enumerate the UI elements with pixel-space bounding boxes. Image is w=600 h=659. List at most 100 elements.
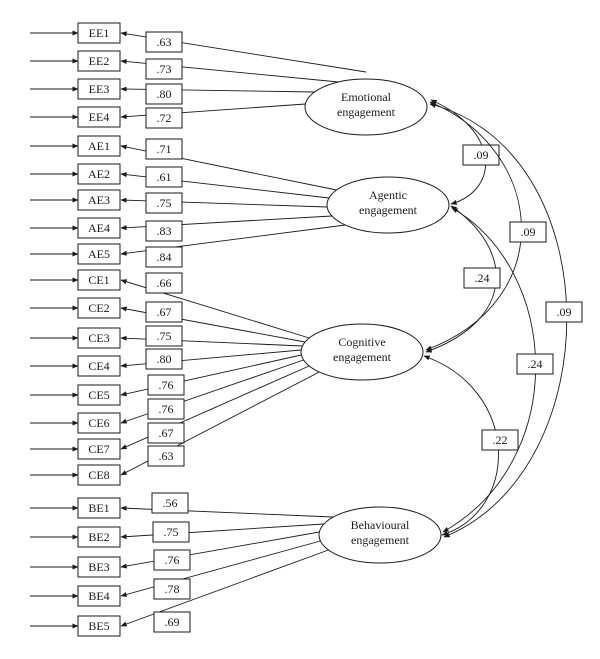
indicator-box-ce6 xyxy=(77,412,121,434)
loading-value-be5: .69 xyxy=(165,615,180,629)
covariance-emotional-behavioural: .09 xyxy=(429,102,583,538)
loading-box-ce7 xyxy=(147,422,185,444)
loading-box-be4 xyxy=(153,578,191,600)
indicator-box-ce5 xyxy=(77,384,121,406)
covariance-emotional-agentic: .09 xyxy=(430,99,500,205)
loading-box-be3 xyxy=(153,549,191,571)
covariance-layer: .09.24.22.09.24.09 xyxy=(423,99,583,538)
indicator-label-be5: BE5 xyxy=(88,619,109,633)
indicator-label-ae2: AE2 xyxy=(88,167,110,181)
indicator-label-ce3: CE3 xyxy=(88,331,109,345)
indicator-label-ce8: CE8 xyxy=(88,468,109,482)
indicator-be3: BE3.76 xyxy=(30,531,320,578)
indicator-ce1: CE1.66 xyxy=(30,269,310,339)
loading-value-ae2: .61 xyxy=(157,170,172,184)
loading-value-ce3: .75 xyxy=(157,329,172,343)
loading-value-ae3: .75 xyxy=(157,196,172,210)
loading-box-ae2 xyxy=(145,166,183,188)
loading-box-ee2 xyxy=(145,58,183,80)
loading-box-ce8 xyxy=(147,445,185,467)
indicator-label-ae5: AE5 xyxy=(88,247,110,261)
loading-value-ee2: .73 xyxy=(157,62,172,76)
indicator-label-ee1: EE1 xyxy=(89,26,110,40)
loading-box-ce1 xyxy=(145,272,183,294)
loading-box-ce4 xyxy=(145,348,183,370)
covariance-box-cognitive-behavioural xyxy=(481,429,519,451)
loading-box-be2 xyxy=(152,521,190,543)
covariance-value-emotional-agentic: .09 xyxy=(474,148,489,162)
indicator-box-ae4 xyxy=(77,217,121,239)
indicator-ce5: CE5.76 xyxy=(30,354,302,406)
indicator-label-ee2: EE2 xyxy=(89,54,110,68)
latent-behavioural-line2: engagement xyxy=(351,533,410,547)
indicator-ce3: CE3 .75 xyxy=(30,325,303,349)
indicator-box-ae3 xyxy=(77,189,121,211)
indicator-box-be5 xyxy=(77,615,121,637)
indicator-box-ee4 xyxy=(77,106,121,128)
indicator-ae1: AE1.71 xyxy=(30,135,337,191)
loading-box-ae5 xyxy=(145,246,183,268)
indicator-box-ae2 xyxy=(77,163,121,185)
indicator-label-ce2: CE2 xyxy=(88,301,109,315)
indicator-label-ee4: EE4 xyxy=(89,110,110,124)
covariance-value-agentic-behavioural: .24 xyxy=(528,357,543,371)
indicator-ce7: CE7.67 xyxy=(30,365,310,460)
loading-value-ce8: .63 xyxy=(159,449,174,463)
covariance-cognitive-behavioural: .22 xyxy=(423,355,519,536)
indicator-box-be3 xyxy=(77,556,121,578)
indicator-ee4: EE4 .72 xyxy=(30,103,306,129)
indicator-ae3: AE3.75 xyxy=(30,189,328,214)
latent-agentic-line2: engagement xyxy=(359,203,418,217)
loading-box-be1 xyxy=(151,492,189,514)
loading-value-ee3: .80 xyxy=(157,87,172,101)
indicator-ee2: EE2 .73 xyxy=(30,50,339,83)
latent-emotional: Emotional engagement xyxy=(304,78,428,136)
indicator-ce4: CE4.80 xyxy=(30,348,302,377)
indicator-box-ae5 xyxy=(77,243,121,265)
loading-value-ae5: .84 xyxy=(157,250,172,264)
indicator-label-be3: BE3 xyxy=(88,560,109,574)
loading-box-ee3 xyxy=(145,83,183,105)
loading-box-ee1 xyxy=(145,31,183,53)
loading-value-ae4: .83 xyxy=(157,224,172,238)
latent-emotional-line2: engagement xyxy=(337,105,396,119)
latent-cognitive-line2: engagement xyxy=(333,350,392,364)
loading-box-ce5 xyxy=(147,374,185,396)
indicators-layer: EE1.63EE2.73EE3.80EE4.72AE1.71AE2.61AE3.… xyxy=(30,22,367,637)
covariance-box-emotional-behavioural xyxy=(545,301,583,323)
indicator-label-be1: BE1 xyxy=(88,501,109,515)
latent-agentic: Agentic engagement xyxy=(326,176,450,234)
loading-box-ce6 xyxy=(147,398,185,420)
covariance-box-agentic-cognitive xyxy=(463,267,501,289)
loading-value-ee1: .63 xyxy=(157,35,172,49)
latent-agentic-line1: Agentic xyxy=(369,188,407,202)
latent-behavioural: Behavioural engagement xyxy=(318,506,442,564)
covariance-box-emotional-cognitive xyxy=(509,221,547,243)
loading-value-ae1: .71 xyxy=(157,142,172,156)
indicator-box-ce2 xyxy=(77,297,121,319)
indicator-box-be2 xyxy=(77,526,121,548)
indicator-box-ee3 xyxy=(77,78,121,100)
indicator-label-be4: BE4 xyxy=(88,589,109,603)
loading-box-ce2 xyxy=(145,301,183,323)
loading-value-ee4: .72 xyxy=(157,111,172,125)
indicator-box-ee1 xyxy=(77,22,121,44)
indicator-ee1: EE1 .63 xyxy=(30,22,367,73)
loading-value-ce5: .76 xyxy=(159,378,174,392)
loading-value-be2: .75 xyxy=(164,525,179,539)
indicator-label-ae4: AE4 xyxy=(88,221,110,235)
loading-path-be2 xyxy=(120,523,324,540)
indicator-label-be2: BE2 xyxy=(88,530,109,544)
covariance-agentic-behavioural: .24 xyxy=(442,207,554,533)
indicator-box-be1 xyxy=(77,497,121,519)
indicator-box-be4 xyxy=(77,585,121,607)
indicator-ce6: CE6 .76 xyxy=(30,359,304,434)
covariance-value-emotional-cognitive: .09 xyxy=(521,225,536,239)
indicator-label-ce6: CE6 xyxy=(88,416,109,430)
indicator-be5: BE5 .69 xyxy=(30,549,329,637)
indicator-ce2: CE2.67 xyxy=(30,297,306,343)
indicator-be4: BE4.78 xyxy=(30,540,321,607)
indicator-box-ce1 xyxy=(77,269,121,291)
loading-value-be1: .56 xyxy=(163,496,178,510)
